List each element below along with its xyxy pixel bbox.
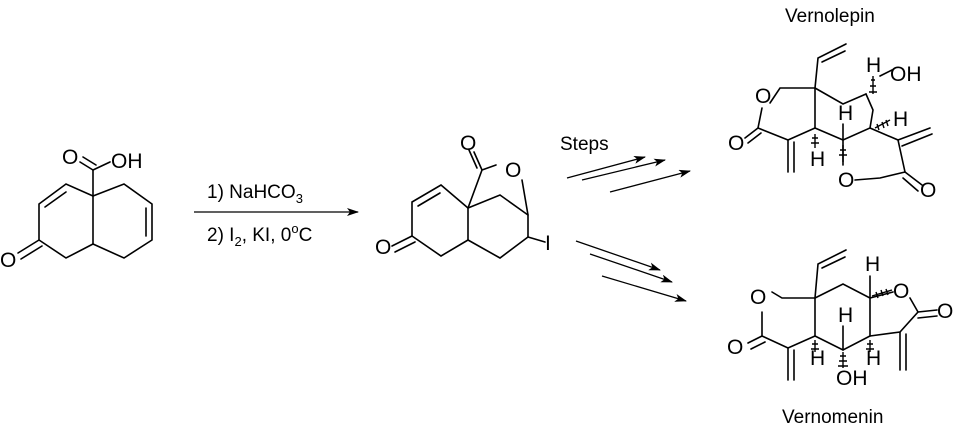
condition-step-1: 1) NaHCO3: [207, 182, 303, 206]
vernolepin-lactone-carbonyl-oxygen: O: [728, 132, 744, 155]
vernolepin-gamma-ring-oxygen: O: [838, 169, 854, 192]
vernomenin-h1: H: [865, 253, 880, 276]
vernolepin-hydroxyl: OH: [890, 63, 922, 86]
vernomenin-gamma-ring-oxygen: O: [893, 280, 909, 303]
starting-material: O O OH: [0, 146, 153, 272]
reaction-arrow: 1) NaHCO3 2) I2, KI, 0oC: [194, 182, 359, 249]
vernolepin-h3: H: [866, 54, 881, 77]
acid-carbonyl-oxygen: O: [62, 146, 78, 169]
ketone-oxygen: O: [0, 249, 16, 272]
vernolepin-name: Vernolepin: [785, 6, 875, 27]
vernolepin-ring-oxygen: O: [755, 85, 771, 108]
lactone-carbonyl-oxygen: O: [460, 132, 476, 155]
iodolactone-intermediate: O O O I: [375, 132, 551, 259]
vernomenin-h3: H: [810, 347, 825, 370]
iodine: I: [545, 232, 551, 255]
condition-step-2: 2) I2, KI, 0oC: [207, 221, 312, 249]
vernomenin-structure: Vernomenin O O H O O H H H: [727, 249, 953, 428]
vernomenin-h4: H: [866, 347, 881, 370]
vernolepin-gamma-carbonyl-oxygen: O: [920, 179, 936, 202]
vernomenin-ring-oxygen: O: [750, 286, 766, 309]
acid-hydroxyl: OH: [111, 150, 143, 173]
vernolepin-h2: H: [838, 102, 853, 125]
vernolepin-h4: H: [893, 108, 908, 131]
vernomenin-hydroxyl: OH: [836, 367, 868, 390]
steps-label: Steps: [560, 134, 609, 155]
vernomenin-lactone-carbonyl-oxygen: O: [727, 336, 743, 359]
steps-arrows: Steps: [560, 134, 691, 302]
vernolepin-h1: H: [810, 148, 825, 171]
intermediate-ketone-oxygen: O: [375, 236, 391, 259]
vernomenin-h2: H: [838, 304, 853, 327]
vernomenin-gamma-carbonyl-oxygen: O: [937, 300, 953, 323]
lactone-ring-oxygen: O: [505, 159, 521, 182]
vernomenin-name: Vernomenin: [782, 407, 883, 428]
vernolepin-structure: Vernolepin O O H H H OH H O: [728, 6, 936, 202]
